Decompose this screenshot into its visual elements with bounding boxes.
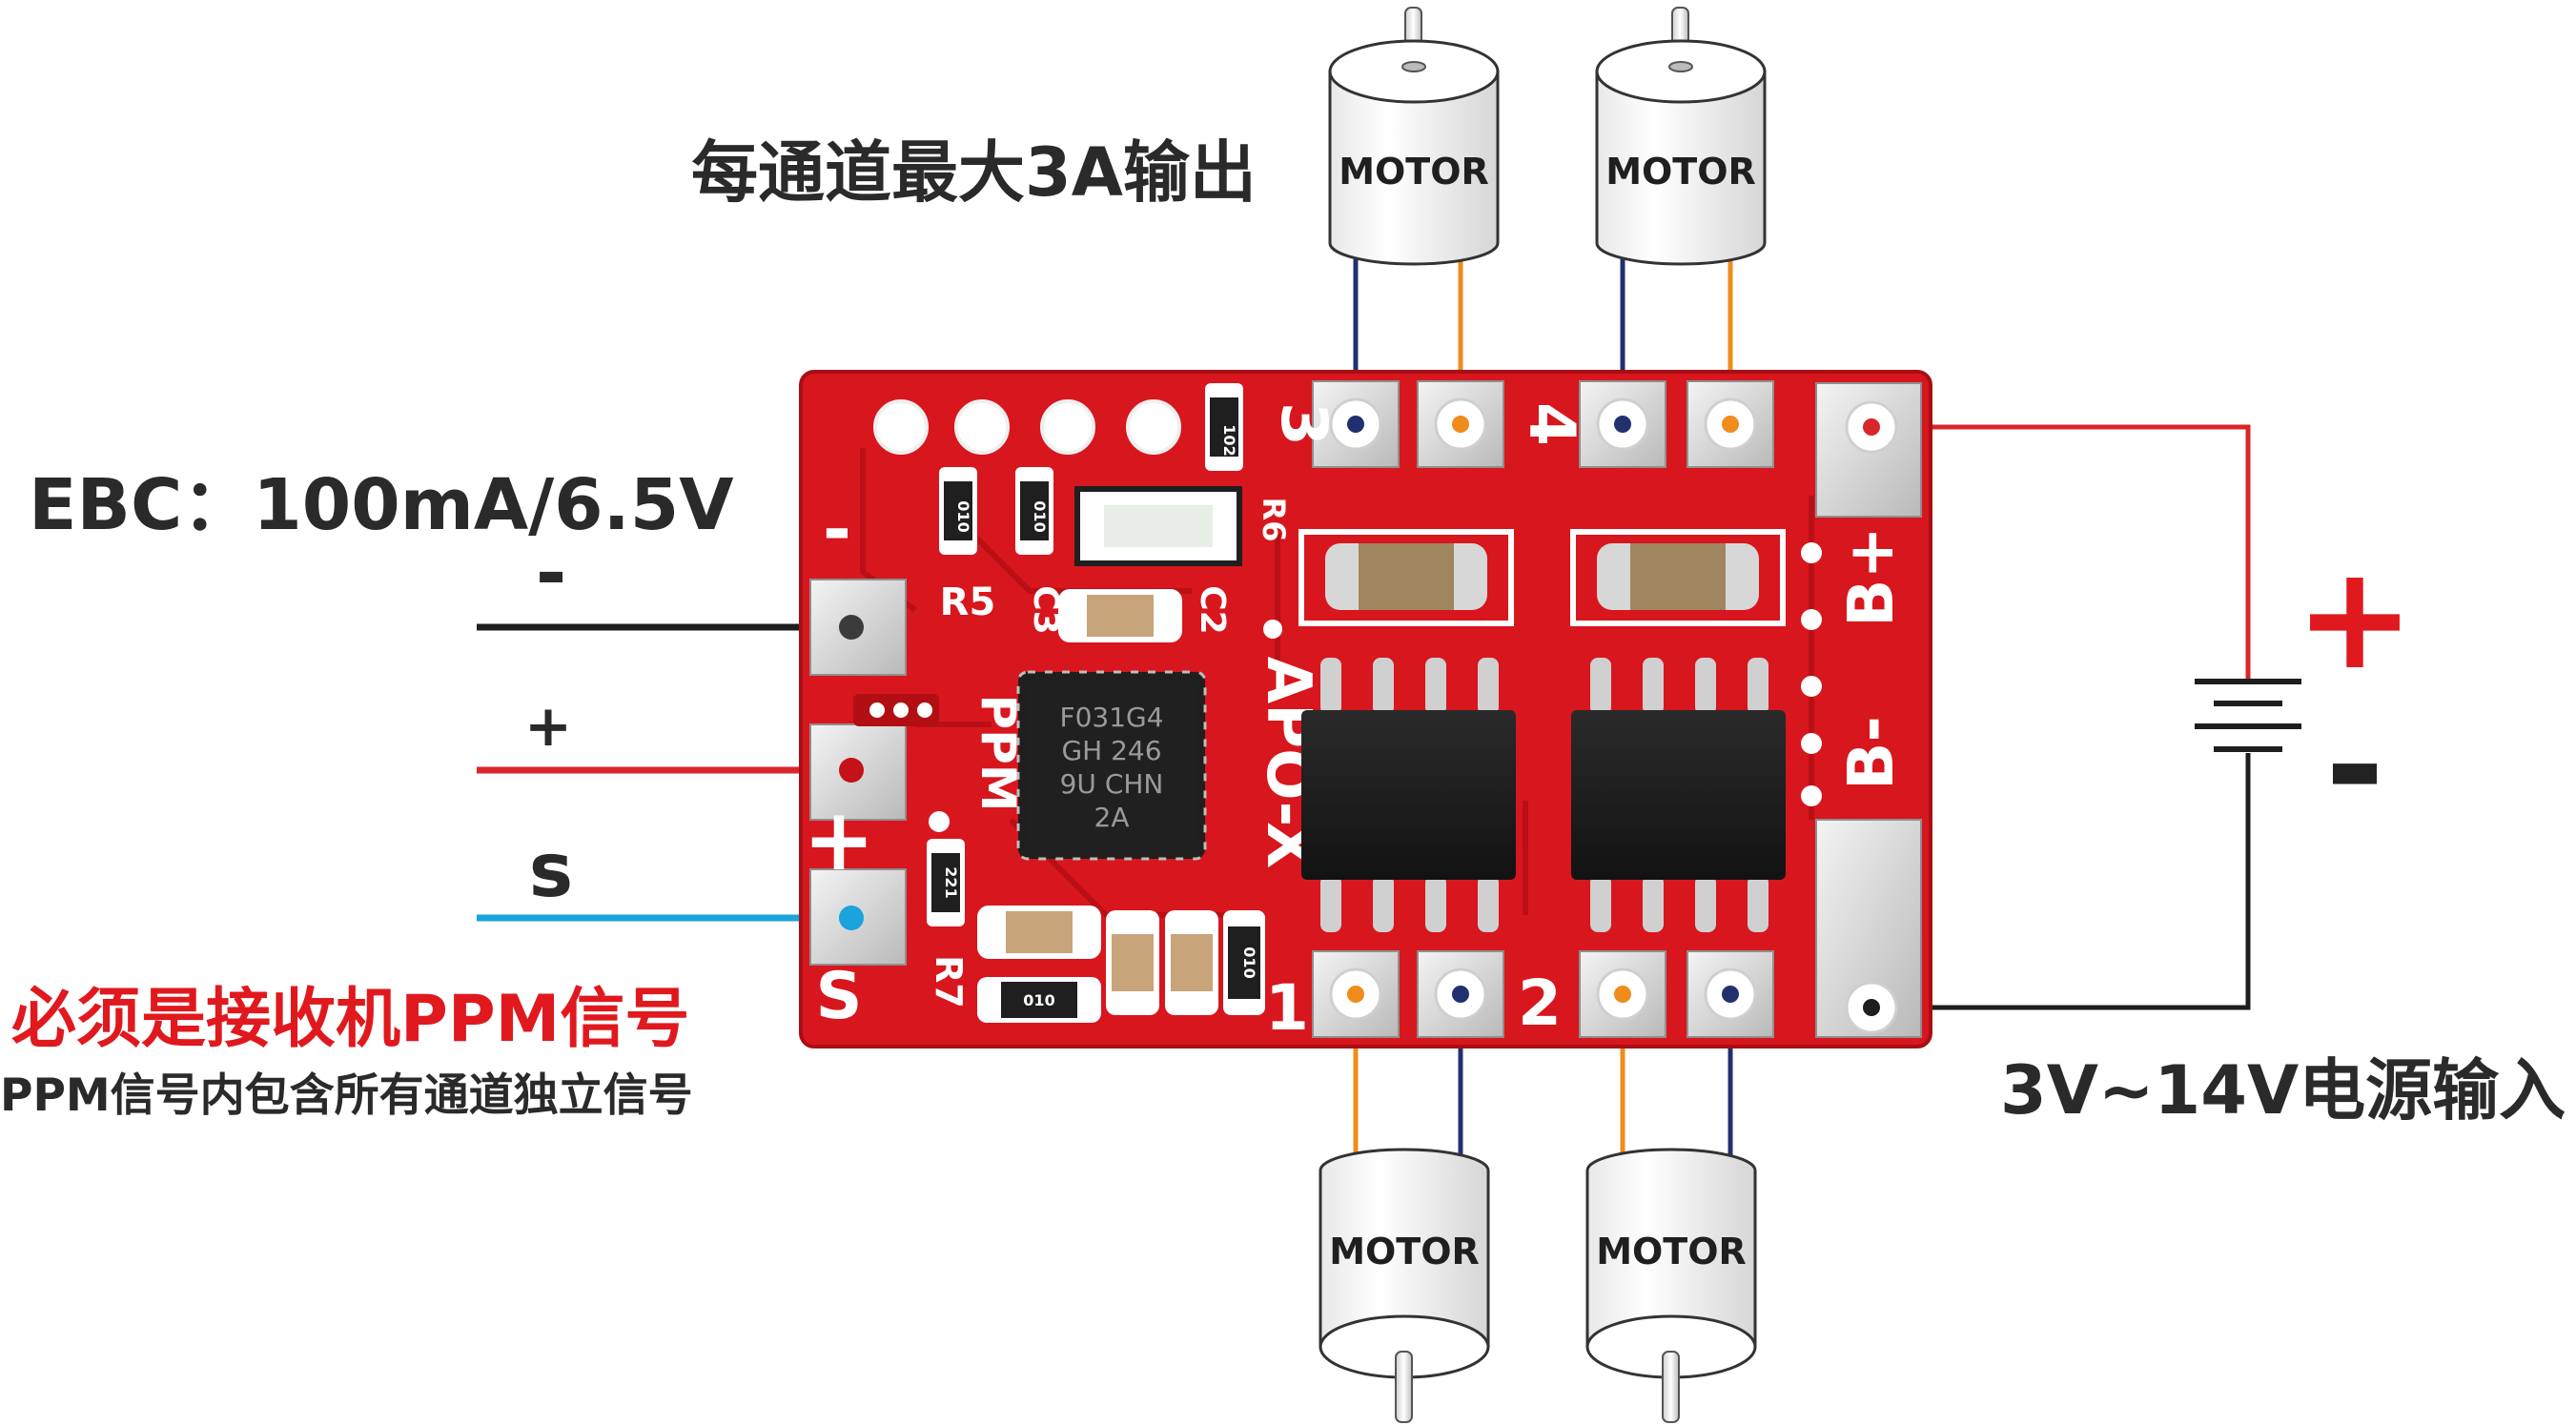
res-010d: 010: [1240, 947, 1258, 978]
motor-label: MOTOR: [1605, 151, 1756, 193]
header-holes: [873, 399, 1181, 455]
pin-s-silk: S: [816, 959, 863, 1034]
motor-top-left: MOTOR: [1328, 7, 1500, 266]
silk-ppm: PPM: [971, 694, 1026, 811]
pin-plus-silk: +: [803, 790, 874, 890]
smd-lower: [927, 839, 1265, 1023]
silk-c3: C3: [1026, 585, 1065, 634]
mcu-line-3: 9U CHN: [1060, 768, 1164, 800]
power-wires: [1871, 424, 2251, 1010]
mcu-line-4: 2A: [1094, 802, 1130, 833]
res-102: 102: [1220, 424, 1238, 456]
pcb-board: - + S 102 010 010 R5 C3 C2 R6 F03: [799, 370, 1932, 1048]
battery-minus-sign: -: [2325, 683, 2384, 849]
motor-top-right: MOTOR: [1595, 7, 1767, 266]
wire-battery-minus: [1871, 753, 2251, 1010]
battery-plus-sign: +: [2295, 536, 2415, 702]
motor-pads-top: [1312, 380, 1774, 468]
ppm-subtitle: PPM信号内包含所有通道独立信号: [0, 1069, 693, 1122]
ebc-spec: EBC：100mA/6.5V: [29, 464, 734, 546]
signal-pads: [809, 579, 939, 966]
silk-r5: R5: [940, 580, 996, 624]
silk-ch4: 4: [1515, 402, 1588, 446]
silk-ch1: 1: [1265, 971, 1309, 1045]
motor-bottom-right: MOTOR: [1585, 1148, 1757, 1423]
silk-c2: C2: [1193, 585, 1232, 634]
mcu-line-1: F031G4: [1059, 702, 1163, 733]
mcu-chip: F031G4 GH 246 9U CHN 2A: [1016, 670, 1207, 861]
battery-symbol: [2195, 679, 2301, 752]
silk-ch2: 2: [1518, 967, 1562, 1040]
wire-battery-plus: [1871, 424, 2251, 679]
signal-s-label: s: [529, 828, 573, 914]
silk-b-plus: B+: [1834, 526, 1908, 627]
motor-bottom-left: MOTOR: [1319, 1148, 1490, 1423]
pin-minus-silk: -: [823, 489, 851, 569]
motor-pads-bottom: [1312, 950, 1774, 1038]
driver-capacitors: [1298, 529, 1786, 626]
silk-b-minus: B-: [1834, 716, 1908, 790]
res-221: 221: [942, 866, 960, 898]
signal-plus-label: +: [524, 693, 572, 760]
res-010a: 010: [954, 500, 972, 532]
power-pads: [1815, 382, 1922, 1038]
ppm-title: 必须是接收机PPM信号: [11, 982, 689, 1057]
res-010c: 010: [1023, 991, 1054, 1009]
motor-label: MOTOR: [1339, 151, 1489, 193]
signal-minus-label: -: [536, 531, 566, 617]
silk-r7: R7: [928, 955, 970, 1008]
res-010b: 010: [1031, 500, 1049, 532]
driver-ic-left: [1301, 658, 1516, 932]
signal-wires: [477, 623, 853, 922]
mcu-line-2: GH 246: [1061, 735, 1161, 766]
silk-ch3: 3: [1267, 402, 1340, 446]
silk-r6: R6: [1256, 498, 1292, 542]
smd-components: [939, 383, 1243, 642]
via-dots: [929, 542, 1822, 832]
power-input-label: 3V~14V电源输入: [2000, 1051, 2566, 1130]
output-title: 每通道最大3A输出: [691, 133, 1257, 212]
motor-label: MOTOR: [1329, 1231, 1480, 1272]
motor-label: MOTOR: [1596, 1231, 1747, 1272]
driver-ic-right: [1571, 658, 1786, 932]
